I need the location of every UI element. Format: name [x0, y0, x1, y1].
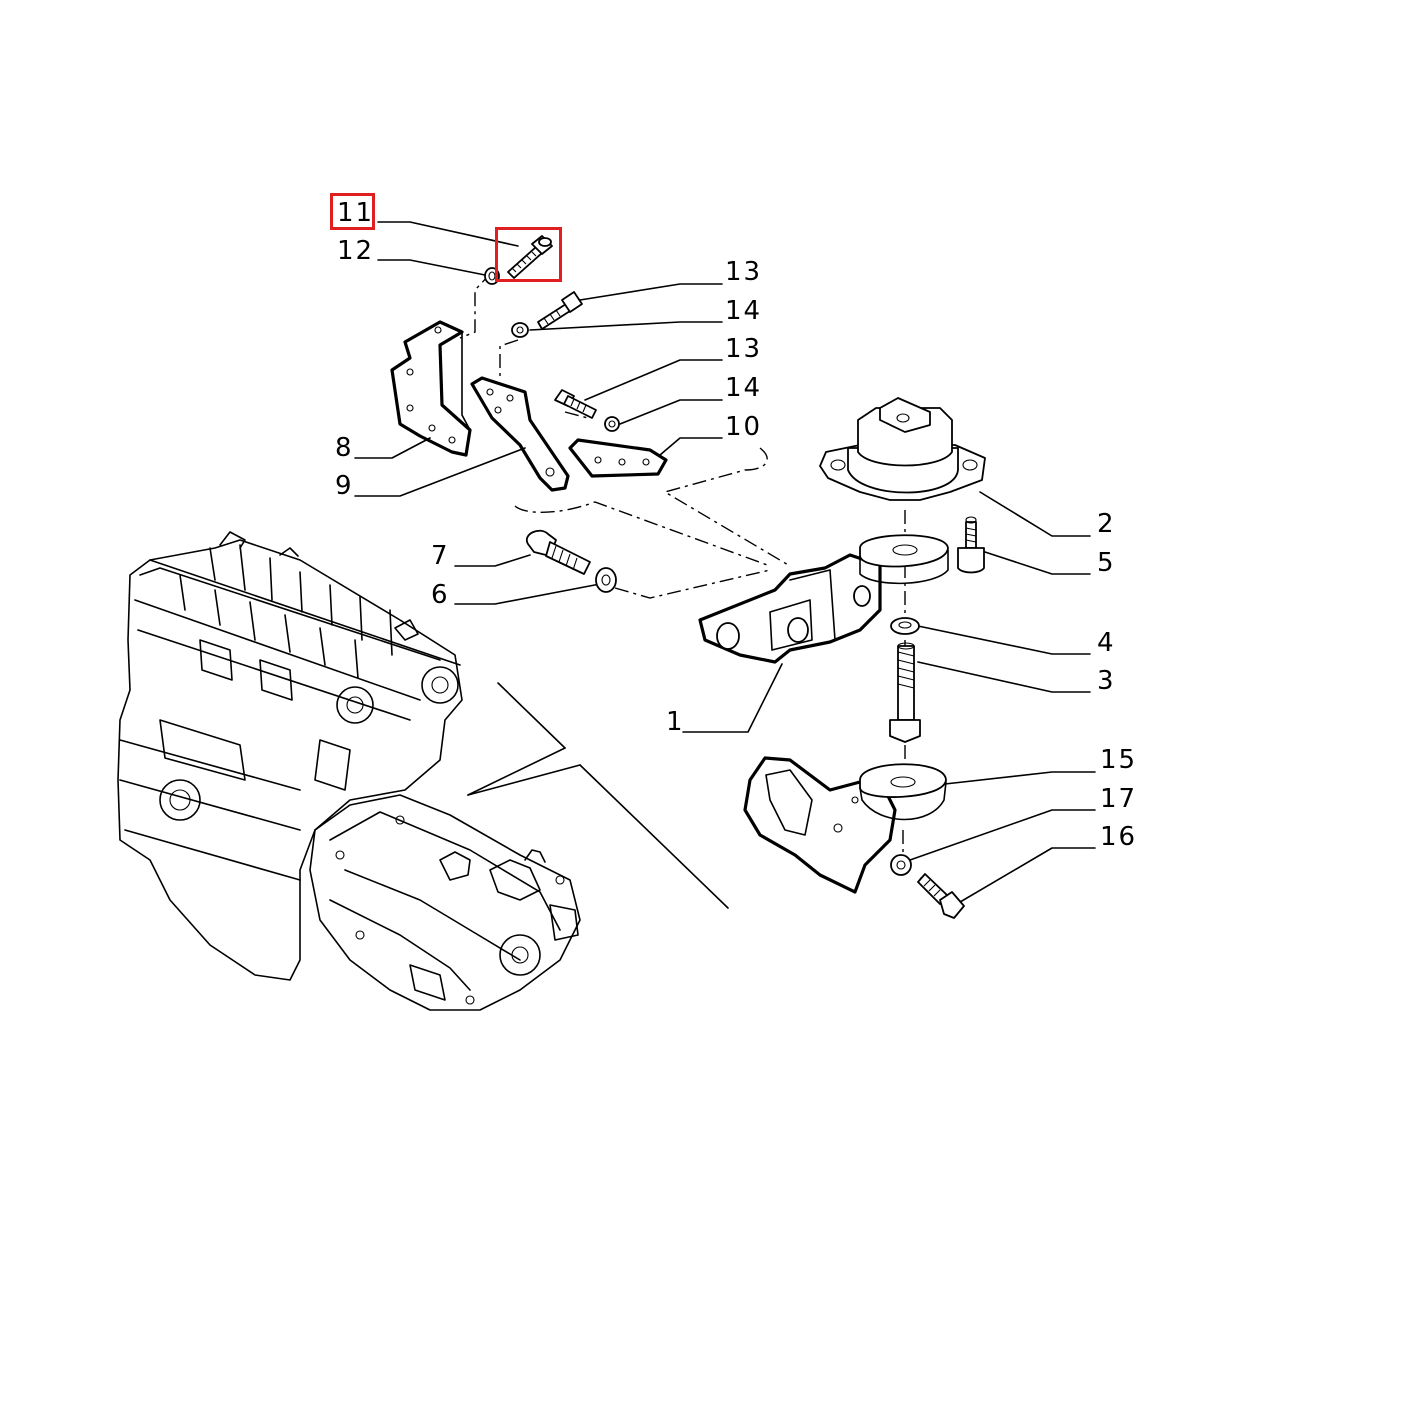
callout-4: 4 [1097, 628, 1116, 658]
callout-5: 5 [1097, 548, 1116, 578]
callout-13-lower: 13 [725, 334, 763, 364]
callout-9: 9 [335, 471, 354, 501]
callout-10: 10 [725, 412, 763, 442]
highlight-box-callout-11 [330, 193, 375, 230]
callout-14-lower: 14 [725, 373, 763, 403]
callout-12: 12 [337, 236, 375, 266]
axis-lines [459, 271, 936, 891]
washer-part-17 [890, 854, 912, 876]
bolt-part-5 [957, 516, 985, 574]
callout-1: 1 [666, 707, 685, 737]
callout-13-upper: 13 [725, 257, 763, 287]
highlight-box-part-11 [495, 227, 562, 282]
callout-11: 11 [337, 198, 375, 228]
bolt-part-13-upper [537, 291, 583, 330]
bolt-part-3 [889, 642, 921, 743]
washer-part-14-upper [511, 322, 529, 338]
callout-6: 6 [431, 580, 450, 610]
bolt-part-11 [507, 235, 553, 279]
washer-part-14-lower [604, 416, 620, 432]
washer-part-4 [890, 617, 920, 635]
callout-14-upper: 14 [725, 296, 763, 326]
callout-3: 3 [1097, 666, 1116, 696]
assembly-pointer [467, 682, 729, 909]
bracket-part-9 [470, 376, 570, 492]
callout-7: 7 [431, 541, 450, 571]
bolt-part-16 [917, 873, 965, 919]
callout-2: 2 [1097, 509, 1116, 539]
bolt-part-7 [525, 529, 591, 575]
bracket-part-1 [698, 534, 949, 664]
engine-gearbox-assembly [117, 531, 581, 1011]
washer-part-6 [595, 567, 617, 593]
bracket-part-8 [390, 320, 472, 457]
callout-17: 17 [1100, 784, 1138, 814]
leader-lines [354, 221, 1096, 906]
callout-15: 15 [1100, 745, 1138, 775]
bolt-part-13-lower [554, 389, 597, 419]
callout-8: 8 [335, 433, 354, 463]
plate-part-10 [568, 438, 668, 478]
mount-part-15 [743, 756, 947, 894]
mount-part-2 [819, 397, 986, 501]
callout-16: 16 [1100, 822, 1138, 852]
